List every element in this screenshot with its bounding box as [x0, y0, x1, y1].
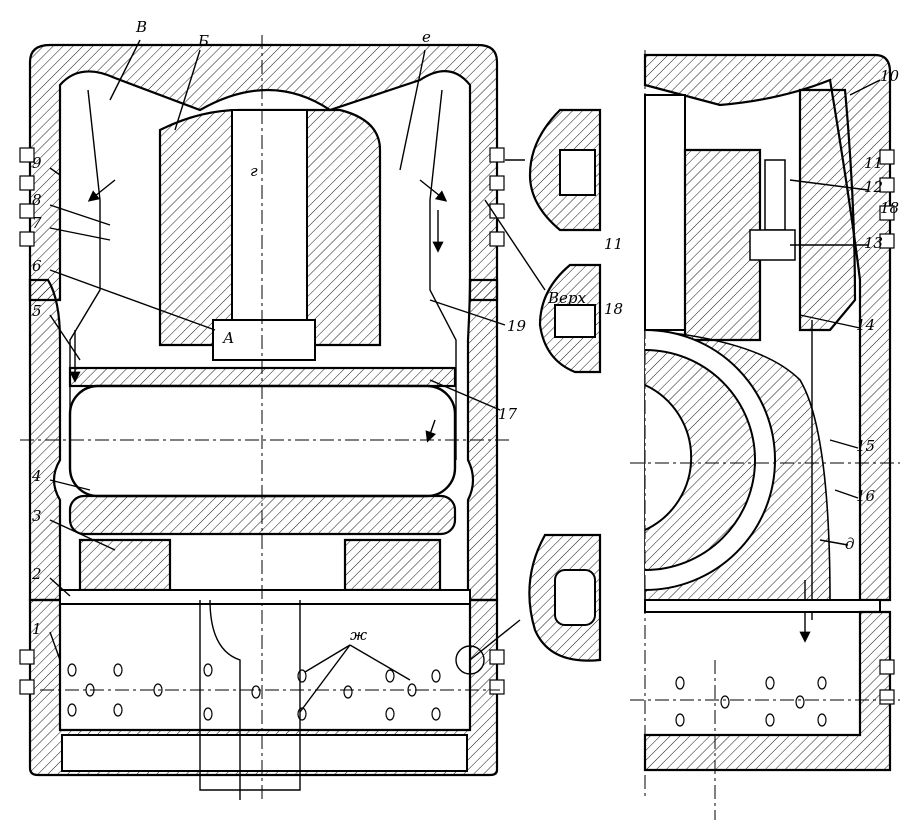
- right-piston-section: [630, 50, 900, 820]
- callout-13: 13: [864, 234, 883, 252]
- ring-detail-insets: [455, 108, 602, 675]
- left-piston-crown: [28, 43, 499, 302]
- label-g: г: [250, 162, 258, 180]
- callout-18-mid: 18: [604, 300, 623, 318]
- label-a: А: [222, 329, 234, 347]
- label-verkh: Верх: [547, 289, 587, 307]
- callout-9: 9: [32, 154, 42, 172]
- callout-17: 17: [498, 405, 518, 423]
- callout-18-right: 18: [880, 199, 899, 217]
- callout-3: 3: [32, 507, 42, 525]
- label-b: Б: [197, 32, 209, 50]
- callout-11-right: 11: [864, 154, 883, 172]
- left-piston-rings: [19, 147, 505, 695]
- label-v: В: [135, 18, 147, 36]
- callout-4: 4: [31, 467, 42, 485]
- oil-holes: [67, 663, 441, 721]
- callout-6: 6: [32, 257, 42, 275]
- leader-lines: [49, 39, 881, 713]
- label-zh: ж: [350, 626, 367, 644]
- callout-2: 2: [31, 565, 42, 583]
- callout-12: 12: [864, 178, 883, 196]
- callout-15: 15: [856, 437, 875, 455]
- label-e: е: [422, 28, 431, 46]
- callout-19: 19: [507, 317, 527, 335]
- left-skirt: [28, 598, 499, 777]
- label-d: д: [845, 535, 855, 553]
- callout-16: 16: [856, 487, 876, 505]
- callout-10: 10: [880, 67, 900, 85]
- callout-14: 14: [856, 316, 875, 334]
- callout-11-mid: 11: [604, 235, 623, 253]
- callout-8: 8: [32, 191, 42, 209]
- left-piston-section: [19, 35, 510, 800]
- callout-5: 5: [32, 302, 42, 320]
- callout-1: 1: [32, 620, 42, 638]
- callout-7: 7: [32, 214, 42, 232]
